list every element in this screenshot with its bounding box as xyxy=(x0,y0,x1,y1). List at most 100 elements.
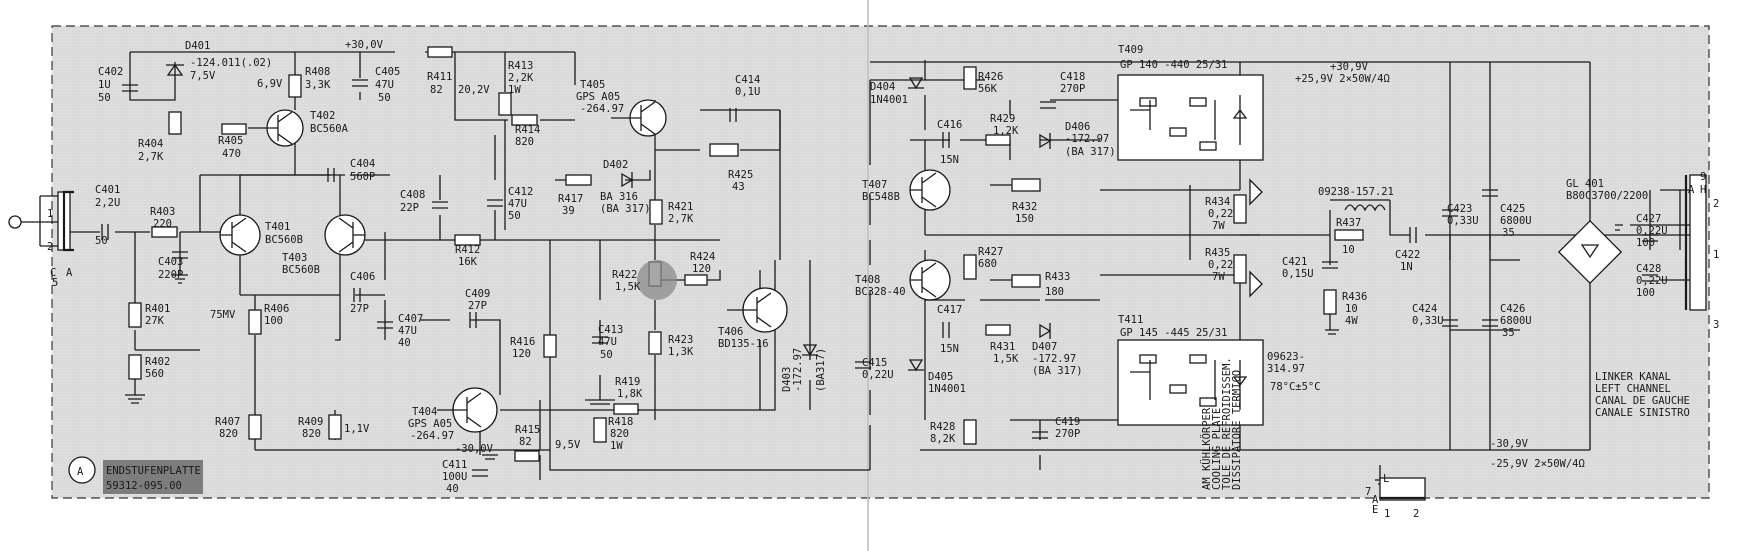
capacitor-c419[interactable] xyxy=(1032,431,1048,439)
conn-out-1: 1 xyxy=(1713,249,1719,261)
rectifier-gl401[interactable] xyxy=(1557,219,1623,285)
r418-ref: R418 xyxy=(608,416,633,428)
capacitor-c402[interactable] xyxy=(122,84,138,92)
capacitor-c413[interactable] xyxy=(592,336,608,344)
resistor-r415[interactable] xyxy=(514,450,540,462)
resistor-r412[interactable] xyxy=(454,234,481,246)
capacitor-c416[interactable] xyxy=(942,132,950,148)
diode-d407[interactable] xyxy=(1039,323,1052,339)
resistor-r411[interactable] xyxy=(427,46,453,58)
capacitor-c408[interactable] xyxy=(432,201,448,209)
capacitor-c411[interactable] xyxy=(472,469,488,477)
resistor-r427[interactable] xyxy=(963,254,977,280)
resistor-r405[interactable] xyxy=(221,123,247,135)
resistor-r425[interactable] xyxy=(709,143,739,157)
c412-volt: 50 xyxy=(508,210,521,222)
capacitor-c422[interactable] xyxy=(1409,227,1417,243)
resistor-r403[interactable] xyxy=(151,226,178,238)
capacitor-c414[interactable] xyxy=(729,108,737,122)
d402-alt: (BA 317) xyxy=(600,203,651,215)
r415-ref: R415 xyxy=(515,424,540,436)
capacitor-c412[interactable] xyxy=(487,199,503,207)
resistor-r404[interactable] xyxy=(168,111,182,135)
resistor-r407[interactable] xyxy=(248,414,262,440)
resistor-r436[interactable] xyxy=(1323,289,1337,315)
capacitor-c427[interactable] xyxy=(1642,234,1658,242)
resistor-r414[interactable] xyxy=(511,114,538,126)
capacitor-c407[interactable] xyxy=(377,321,393,329)
resistor-r424[interactable] xyxy=(684,274,708,286)
module-t409[interactable] xyxy=(1117,74,1264,161)
r429-ref: R429 xyxy=(990,113,1015,125)
capacitor-c415[interactable] xyxy=(855,361,871,369)
board-labels: A ENDSTUFENPLATTE 59312-095.00 +30,0V -3… xyxy=(47,39,1719,520)
rail-neg-2: -25,9V 2×50W/4Ω xyxy=(1490,458,1585,470)
c401-ref: C401 xyxy=(95,184,120,196)
resistor-r435[interactable] xyxy=(1233,254,1247,284)
c418-val: 270P xyxy=(1060,83,1085,95)
resistor-r421[interactable] xyxy=(649,199,663,225)
resistor-r423[interactable] xyxy=(648,331,662,355)
capacitor-c409[interactable] xyxy=(469,312,477,328)
capacitor-c418[interactable] xyxy=(1040,101,1056,109)
capacitor-c424[interactable] xyxy=(1442,319,1458,327)
diode-d406[interactable] xyxy=(1039,133,1052,149)
resistor-r418[interactable] xyxy=(593,417,607,443)
diode-d403[interactable] xyxy=(802,344,818,357)
r434-val: 0,22 xyxy=(1208,208,1233,220)
c411-ref: C411 xyxy=(442,459,467,471)
capacitor-c417[interactable] xyxy=(942,322,950,338)
c417-val: 15N xyxy=(940,343,959,355)
r423-val: 1,3K xyxy=(668,346,694,358)
resistor-r416[interactable] xyxy=(543,334,557,358)
resistor-r401[interactable] xyxy=(128,302,142,328)
r417-val: 39 xyxy=(562,205,575,217)
r427-val: 680 xyxy=(978,258,997,270)
capacitor-c425[interactable] xyxy=(1482,189,1498,197)
resistor-r434[interactable] xyxy=(1233,194,1247,224)
capacitor-c428[interactable] xyxy=(1642,274,1658,282)
r425-val: 43 xyxy=(732,181,745,193)
capacitor-c426[interactable] xyxy=(1482,319,1498,327)
diode-d405[interactable] xyxy=(908,359,924,372)
bridge-rectifier xyxy=(1557,219,1623,285)
t405-type: GPS A05 xyxy=(576,91,620,103)
resistor-r426[interactable] xyxy=(963,66,977,90)
conn-out-3: 3 xyxy=(1713,319,1719,331)
capacitor-c401[interactable] xyxy=(101,224,109,240)
zener-d401[interactable] xyxy=(166,63,184,76)
input-jack-icon[interactable] xyxy=(8,215,22,229)
resistor-r428[interactable] xyxy=(963,419,977,445)
c421-ref: C421 xyxy=(1282,256,1307,268)
board-marker: A xyxy=(77,466,84,478)
t407-ref: T407 xyxy=(862,179,887,191)
resistor-r429[interactable] xyxy=(985,134,1011,146)
resistor-r409[interactable] xyxy=(328,414,342,440)
resistor-r419[interactable] xyxy=(613,403,639,415)
resistor-r413[interactable] xyxy=(498,92,512,116)
resistor-r402[interactable] xyxy=(128,354,142,380)
conn-bot-1: 1 xyxy=(1384,508,1390,520)
t403-ref: T403 xyxy=(282,252,307,264)
t408-ref: T408 xyxy=(855,274,880,286)
capacitor-c403[interactable] xyxy=(172,251,188,259)
input-connector xyxy=(8,190,74,252)
diode-d404[interactable] xyxy=(908,77,924,90)
capacitor-c423[interactable] xyxy=(1442,209,1458,217)
resistor-r406[interactable] xyxy=(248,309,262,335)
output-inductor[interactable] xyxy=(1344,204,1386,212)
resistor-r408[interactable] xyxy=(288,74,302,98)
diode-d402[interactable] xyxy=(621,172,634,188)
conn-in-2: 2 xyxy=(47,241,53,253)
t401-ref: T401 xyxy=(265,221,290,233)
capacitor-c405[interactable] xyxy=(352,79,368,87)
capacitor-c406[interactable] xyxy=(353,288,361,302)
resistor-r431[interactable] xyxy=(985,324,1011,336)
resistor-r437[interactable] xyxy=(1334,229,1364,241)
resistor-r432[interactable] xyxy=(1011,178,1041,192)
resistor-r433[interactable] xyxy=(1011,274,1041,288)
resistor-r417[interactable] xyxy=(565,174,592,186)
d401-val: -124.011(.02) xyxy=(190,57,272,69)
capacitor-c404[interactable] xyxy=(327,168,335,182)
capacitor-c421[interactable] xyxy=(1322,261,1338,269)
